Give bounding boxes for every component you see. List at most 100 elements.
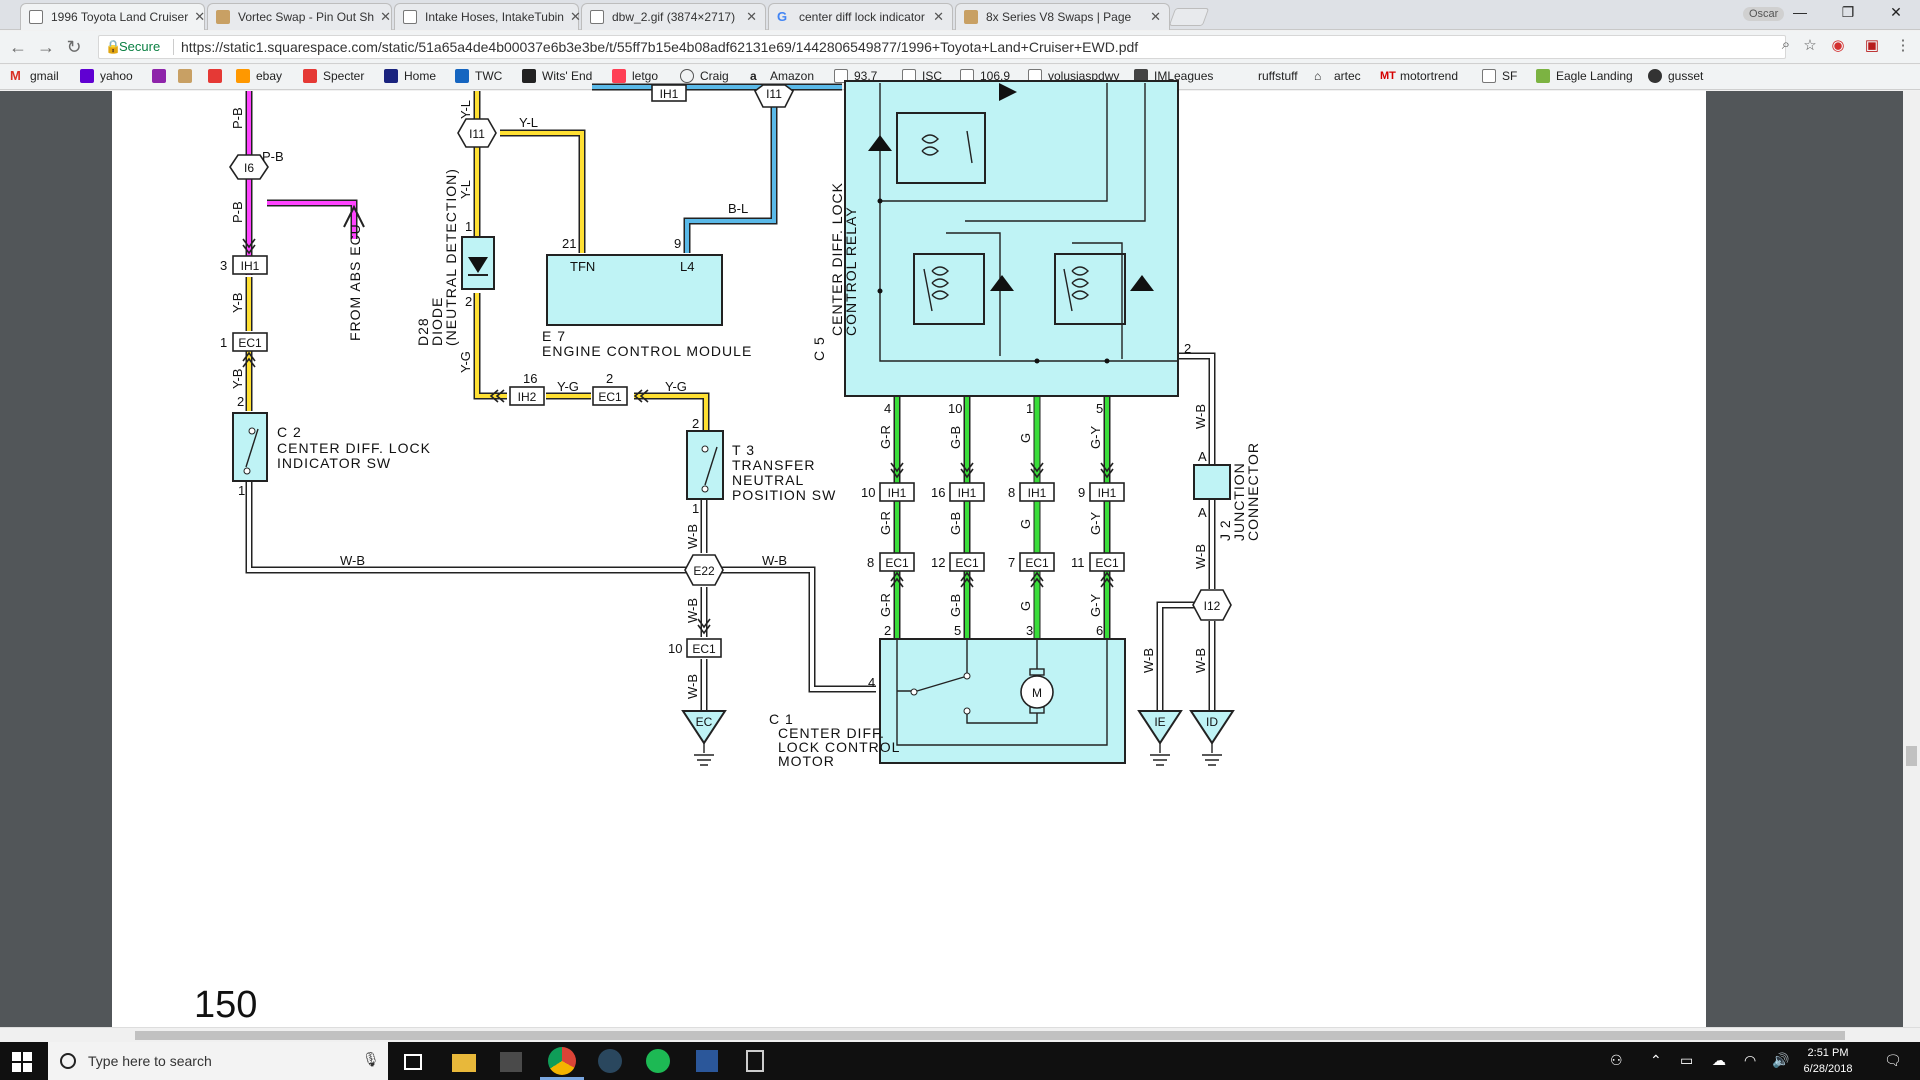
component-label: ENGINE CONTROL MODULE xyxy=(542,343,752,359)
close-tab-icon[interactable]: ✕ xyxy=(380,9,391,24)
new-tab-button[interactable] xyxy=(1168,8,1210,26)
bookmark-specter[interactable]: Specter xyxy=(303,69,364,83)
menu-icon[interactable]: ⋮ xyxy=(1895,37,1911,54)
people-icon[interactable]: ⚇ xyxy=(1610,1052,1623,1068)
tab-vortec[interactable]: Vortec Swap - Pin Out Sh ✕ xyxy=(207,3,392,30)
wire-label: Y-G xyxy=(557,379,579,394)
volume-icon[interactable]: 🔊 xyxy=(1772,1052,1790,1068)
bookmark-sf[interactable]: SF xyxy=(1482,69,1517,83)
pin-label: 2 xyxy=(884,623,891,638)
steam-icon[interactable] xyxy=(598,1049,622,1073)
bookmark-home[interactable]: Home xyxy=(384,69,436,83)
extension-icon[interactable]: ◉ xyxy=(1831,37,1845,54)
tab-dbw[interactable]: dbw_2.gif (3874×2717) ✕ xyxy=(581,3,766,30)
wire-label: P-B xyxy=(230,201,245,223)
calculator-icon[interactable] xyxy=(746,1050,764,1072)
gusset-icon xyxy=(1648,69,1662,83)
back-icon[interactable]: ← xyxy=(9,37,27,57)
close-tab-icon[interactable]: ✕ xyxy=(933,9,944,24)
pin-label: 3 xyxy=(220,258,227,273)
close-window-icon[interactable]: ✕ xyxy=(1890,4,1902,20)
horizontal-scrollbar[interactable] xyxy=(0,1027,1920,1042)
bookmark-937[interactable]: 93.7 xyxy=(834,69,877,83)
component-label: INDICATOR SW xyxy=(277,455,391,471)
amazon-icon: a xyxy=(750,69,757,83)
store-icon[interactable] xyxy=(500,1052,522,1072)
bookmark-twc[interactable]: TWC xyxy=(455,69,502,83)
vertical-scroll-thumb[interactable] xyxy=(1906,746,1917,766)
bookmark-eagle-landing[interactable]: Eagle Landing xyxy=(1536,69,1633,83)
lock-icon: 🔒 xyxy=(105,39,122,54)
component-label: MOTOR xyxy=(778,753,835,769)
bookmark-craig[interactable]: Craig xyxy=(680,69,729,83)
component-label: J 2 xyxy=(1217,519,1233,541)
bookmark-artec[interactable]: ⌂artec xyxy=(1314,69,1361,83)
wire-label: Y-B xyxy=(230,369,245,389)
tab-google[interactable]: G center diff lock indicator ✕ xyxy=(768,3,953,30)
vertical-scrollbar[interactable] xyxy=(1903,91,1920,1027)
word-icon[interactable] xyxy=(696,1050,718,1072)
pin-label: 10 xyxy=(948,401,962,416)
taskbar-search-box[interactable]: Type here to search 🎙 xyxy=(48,1042,388,1080)
connector-label: EC1 xyxy=(955,556,979,570)
component-label: C 1 xyxy=(769,711,794,727)
bookmark-ruffstuff[interactable]: ruffstuff xyxy=(1238,69,1298,83)
tab-8x-series[interactable]: 8x Series V8 Swaps | Page ✕ xyxy=(955,3,1170,30)
spotify-icon[interactable] xyxy=(646,1049,670,1073)
pin-label: 9 xyxy=(674,236,681,251)
tab-title: 8x Series V8 Swaps | Page xyxy=(986,10,1132,24)
bookmark-label: Home xyxy=(404,69,437,83)
clock[interactable]: 2:51 PM 6/28/2018 xyxy=(1792,1045,1864,1077)
file-explorer-icon[interactable] xyxy=(452,1054,476,1072)
tab-title: Vortec Swap - Pin Out Sh xyxy=(238,10,375,24)
bookmark-star-icon[interactable]: ☆ xyxy=(1803,37,1817,54)
bookmark-volusia[interactable]: volusiaspdwy xyxy=(1028,69,1119,83)
tab-intake[interactable]: Intake Hoses, IntakeTubin ✕ xyxy=(394,3,581,30)
wire-label: G-Y xyxy=(1088,594,1103,617)
bookmark-gusset[interactable]: gusset xyxy=(1648,69,1703,83)
bookmark-label: Specter xyxy=(323,69,365,83)
pin-label: 1 xyxy=(692,501,699,516)
chrome-icon[interactable] xyxy=(548,1047,576,1075)
url-text[interactable]: https://static1.squarespace.com/static/5… xyxy=(181,39,1139,55)
minimize-icon[interactable]: — xyxy=(1793,4,1807,20)
bookmark-youtube[interactable] xyxy=(208,69,228,83)
component-label: C 2 xyxy=(277,424,302,440)
forward-icon[interactable]: → xyxy=(37,37,55,57)
task-view-icon[interactable] xyxy=(404,1054,422,1070)
battery-icon[interactable]: ▭ xyxy=(1680,1052,1694,1068)
microphone-icon[interactable]: 🎙 xyxy=(362,1051,380,1067)
bookmark-letgo[interactable]: letgo xyxy=(612,69,658,83)
profile-button[interactable]: Oscar xyxy=(1743,7,1785,21)
pdf-viewer[interactable]: .wo { fill: none; stroke: #222; stroke-w… xyxy=(0,80,1920,1027)
horizontal-scroll-thumb[interactable] xyxy=(135,1031,1845,1040)
zoom-icon[interactable]: ⌕ xyxy=(1781,36,1791,53)
bookmark-blank-1[interactable] xyxy=(152,69,172,83)
wifi-icon[interactable]: ◠ xyxy=(1744,1052,1757,1068)
wire-label: G-B xyxy=(948,426,963,449)
chevron-up-icon[interactable]: ⌃ xyxy=(1650,1052,1662,1068)
close-tab-icon[interactable]: ✕ xyxy=(746,9,757,24)
restore-icon[interactable]: ❐ xyxy=(1841,4,1855,20)
bookmark-imleagues[interactable]: IMLeagues xyxy=(1134,69,1213,83)
bookmark-blank-2[interactable] xyxy=(178,69,198,83)
taskbar: Type here to search 🎙 ⚇ ⌃ ▭ ☁ ◠ 🔊 2:51 P… xyxy=(0,1042,1920,1080)
bookmark-ebay[interactable]: ebay xyxy=(236,69,282,83)
cloud-icon[interactable]: ☁ xyxy=(1712,1052,1726,1068)
reload-icon[interactable]: ↻ xyxy=(66,37,82,57)
windows-start-icon[interactable] xyxy=(12,1052,32,1072)
connector-ec1-relay-3 xyxy=(1019,552,1055,572)
close-tab-icon[interactable]: ✕ xyxy=(194,9,206,24)
address-bar[interactable]: 🔒 Secure https://static1.squarespace.com… xyxy=(98,35,1786,59)
wire-label: Y-L xyxy=(458,100,473,119)
close-tab-icon[interactable]: ✕ xyxy=(569,9,581,24)
tab-land-cruiser[interactable]: 1996 Toyota Land Cruiser ✕ xyxy=(20,3,205,30)
close-tab-icon[interactable]: ✕ xyxy=(1150,9,1161,24)
bookmark-yahoo[interactable]: yahoo xyxy=(80,69,133,83)
pdf-extension-icon[interactable]: ▣ xyxy=(1864,37,1880,54)
bookmark-witsend[interactable]: Wits' End xyxy=(522,69,592,83)
notifications-icon[interactable]: 🗨 xyxy=(1884,1052,1902,1068)
